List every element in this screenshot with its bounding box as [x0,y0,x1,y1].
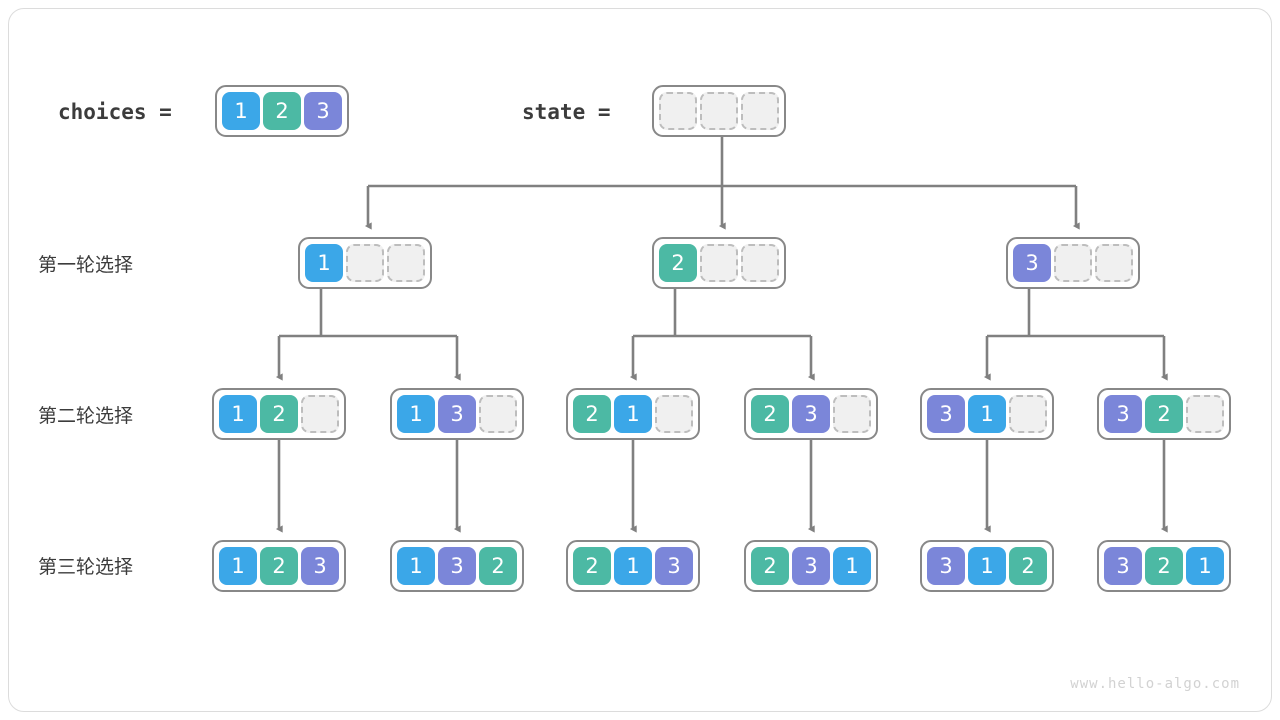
state-array [652,85,786,137]
choices-array: 1 2 3 [215,85,349,137]
level2-node-1-cell-0: 1 [397,395,435,433]
level1-node-2-cell-0: 3 [1013,244,1051,282]
level3-node-1-cell-0: 1 [397,547,435,585]
level1-node-2: 3 [1006,237,1140,289]
level3-node-3-cell-1: 3 [792,547,830,585]
level1-node-1-cell-0: 2 [659,244,697,282]
state-cell-0 [659,92,697,130]
level2-node-2: 2 1 [566,388,700,440]
level2-node-5-cell-0: 3 [1104,395,1142,433]
level2-node-2-cell-2 [655,395,693,433]
level1-node-0-cell-2 [387,244,425,282]
level1-node-0-cell-1 [346,244,384,282]
level3-node-4-cell-0: 3 [927,547,965,585]
level1-node-0-cell-0: 1 [305,244,343,282]
level3-node-1: 1 3 2 [390,540,524,592]
level1-node-1-cell-2 [741,244,779,282]
level2-node-1-cell-1: 3 [438,395,476,433]
diagram-frame [8,8,1272,712]
level3-node-1-cell-2: 2 [479,547,517,585]
level3-node-2-cell-1: 1 [614,547,652,585]
state-cell-2 [741,92,779,130]
level2-node-0-cell-0: 1 [219,395,257,433]
choices-label: choices = [58,100,172,124]
level2-node-4-cell-1: 1 [968,395,1006,433]
level2-node-3-cell-2 [833,395,871,433]
level3-node-5-cell-2: 1 [1186,547,1224,585]
level2-node-3-cell-1: 3 [792,395,830,433]
level2-node-2-cell-0: 2 [573,395,611,433]
level3-node-0: 1 2 3 [212,540,346,592]
choices-cell-0: 1 [222,92,260,130]
level1-node-2-cell-1 [1054,244,1092,282]
level2-node-5: 3 2 [1097,388,1231,440]
level3-node-0-cell-2: 3 [301,547,339,585]
level2-node-5-cell-2 [1186,395,1224,433]
level3-node-3-cell-0: 2 [751,547,789,585]
level2-node-3: 2 3 [744,388,878,440]
level2-node-1: 1 3 [390,388,524,440]
level3-node-4-cell-2: 2 [1009,547,1047,585]
row-label-round-2: 第二轮选择 [38,405,134,427]
level2-node-0-cell-2 [301,395,339,433]
level3-node-3-cell-2: 1 [833,547,871,585]
level1-node-2-cell-2 [1095,244,1133,282]
level2-node-2-cell-1: 1 [614,395,652,433]
level3-node-5-cell-1: 2 [1145,547,1183,585]
level1-node-1-cell-1 [700,244,738,282]
level3-node-4: 3 1 2 [920,540,1054,592]
level3-node-4-cell-1: 1 [968,547,1006,585]
level3-node-0-cell-0: 1 [219,547,257,585]
level1-node-1: 2 [652,237,786,289]
level2-node-5-cell-1: 2 [1145,395,1183,433]
level3-node-2: 2 1 3 [566,540,700,592]
level2-node-3-cell-0: 2 [751,395,789,433]
level2-node-4-cell-0: 3 [927,395,965,433]
level2-node-1-cell-2 [479,395,517,433]
level3-node-2-cell-2: 3 [655,547,693,585]
row-label-round-3: 第三轮选择 [38,556,134,578]
level2-node-0: 1 2 [212,388,346,440]
level2-node-4-cell-2 [1009,395,1047,433]
row-label-round-1: 第一轮选择 [38,254,134,276]
level3-node-3: 2 3 1 [744,540,878,592]
level3-node-5: 3 2 1 [1097,540,1231,592]
level1-node-0: 1 [298,237,432,289]
choices-cell-1: 2 [263,92,301,130]
state-cell-1 [700,92,738,130]
level2-node-4: 3 1 [920,388,1054,440]
level3-node-1-cell-1: 3 [438,547,476,585]
watermark: www.hello-algo.com [1070,676,1240,692]
level3-node-2-cell-0: 2 [573,547,611,585]
level2-node-0-cell-1: 2 [260,395,298,433]
state-label: state = [522,100,611,124]
level3-node-5-cell-0: 3 [1104,547,1142,585]
level3-node-0-cell-1: 2 [260,547,298,585]
choices-cell-2: 3 [304,92,342,130]
